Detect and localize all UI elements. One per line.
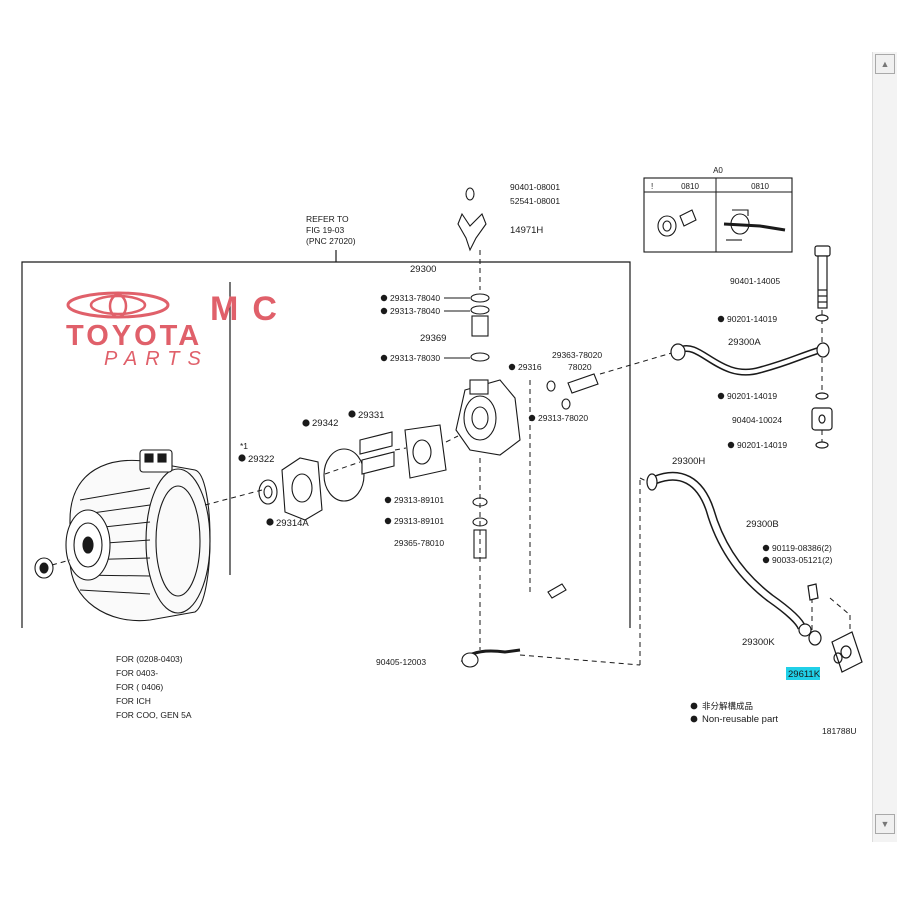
watermark-sub: PARTS — [104, 348, 209, 370]
scroll-up-arrow-icon: ▲ — [880, 59, 890, 69]
callout-90201-14019-a[interactable]: 90201-14019 — [727, 314, 777, 324]
callout-star-1[interactable]: *1 — [240, 441, 248, 451]
callout-29300B[interactable]: 29300B — [746, 519, 779, 530]
watermark-name: TOYOTA — [66, 320, 202, 352]
callout-29313-78040-a[interactable]: 29313-78040 — [390, 293, 440, 303]
vacuum-hose-drawing — [646, 245, 863, 673]
legend: 非分解構成品 Non-reusable part 181788U — [690, 701, 857, 736]
callout-29331[interactable]: 29331 — [358, 410, 384, 421]
callout-90033-05121[interactable]: 90033-05121(2) — [772, 555, 833, 565]
callout-29313-89101-b[interactable]: 29313-89101 — [394, 516, 444, 526]
callout-29313-89101-a[interactable]: 29313-89101 — [394, 495, 444, 505]
callout-29611K[interactable]: 29611K — [788, 669, 821, 680]
note-4: FOR ICH — [116, 696, 151, 706]
inset-col1-marker: ! — [651, 182, 653, 191]
legend-line-1: 非分解構成品 — [702, 701, 753, 711]
watermark-logo: MC TOYOTA PARTS — [66, 290, 291, 370]
watermark-brand: MC — [210, 290, 291, 328]
callout-29300[interactable]: 29300 — [410, 264, 436, 275]
inset-box: A0 0810 0810 ! — [643, 166, 793, 253]
callout-29314A[interactable]: 29314A — [276, 518, 309, 529]
pump-parts-drawing — [258, 187, 599, 668]
parts-diagram: MC TOYOTA PARTS — [21, 166, 863, 736]
note-1: FOR (0208-0403) — [116, 654, 183, 664]
callout-78020[interactable]: 78020 — [568, 362, 592, 372]
note-5: FOR COO, GEN 5A — [116, 710, 192, 720]
inset-col2-label: 0810 — [751, 182, 769, 191]
callout-52541-08001[interactable]: 52541-08001 — [510, 196, 560, 206]
callout-90404-10024[interactable]: 90404-10024 — [732, 415, 782, 425]
callout-29300K[interactable]: 29300K — [742, 637, 775, 648]
callout-90405-12003[interactable]: 90405-12003 — [376, 657, 426, 667]
callout-29313-78030[interactable]: 29313-78030 — [390, 353, 440, 363]
scroll-down-arrow-icon: ▼ — [880, 819, 890, 829]
legend-line-2: Non-reusable part — [702, 714, 778, 725]
callout-29611K-highlight — [786, 667, 820, 680]
callout-29365-78010[interactable]: 29365-78010 — [394, 538, 444, 548]
scroll-up-button[interactable]: ▲ — [875, 54, 895, 74]
inset-title: A0 — [713, 166, 723, 175]
refer-to-line1[interactable]: REFER TO — [306, 214, 349, 224]
refer-to-line2[interactable]: FIG 19-03 — [306, 225, 345, 235]
callout-29313-78040-b[interactable]: 29313-78040 — [390, 306, 440, 316]
vertical-scrollbar[interactable]: ▲ ▼ — [872, 52, 897, 842]
legend-bullet-1 — [690, 702, 698, 710]
leader-lines — [51, 250, 851, 666]
legend-bullet-2 — [690, 715, 698, 723]
scroll-down-button[interactable]: ▼ — [875, 814, 895, 834]
refer-to-line3[interactable]: (PNC 27020) — [306, 236, 356, 246]
main-frame — [21, 250, 631, 628]
callout-29322[interactable]: 29322 — [248, 454, 274, 465]
applicability-notes: FOR (0208-0403) FOR 0403- FOR ( 0406) FO… — [116, 654, 192, 720]
callout-90401-08001[interactable]: 90401-08001 — [510, 182, 560, 192]
callout-29363-78020[interactable]: 29363-78020 — [552, 350, 602, 360]
callout-29300A[interactable]: 29300A — [728, 337, 761, 348]
note-3: FOR ( 0406) — [116, 682, 163, 692]
note-2: FOR 0403- — [116, 668, 158, 678]
alternator-drawing — [34, 449, 211, 622]
callout-labels: REFER TO FIG 19-03 (PNC 27020) 29300 293… — [238, 182, 833, 680]
callout-29316[interactable]: 29316 — [518, 362, 542, 372]
callout-14971H[interactable]: 14971H — [510, 225, 543, 236]
callout-90401-14005[interactable]: 90401-14005 — [730, 276, 780, 286]
parts-diagram-viewer[interactable]: MC TOYOTA PARTS — [0, 52, 900, 842]
callout-29313-78020[interactable]: 29313-78020 — [538, 413, 588, 423]
callout-29300H[interactable]: 29300H — [672, 456, 705, 467]
callout-90201-14019-c[interactable]: 90201-14019 — [737, 440, 787, 450]
inset-col1-label: 0810 — [681, 182, 699, 191]
callout-29342[interactable]: 29342 — [312, 418, 338, 429]
callout-29369[interactable]: 29369 — [420, 333, 446, 344]
figure-code: 181788U — [822, 726, 857, 736]
callout-90201-14019-b[interactable]: 90201-14019 — [727, 391, 777, 401]
callout-90119-08386[interactable]: 90119-08386(2) — [772, 543, 832, 553]
